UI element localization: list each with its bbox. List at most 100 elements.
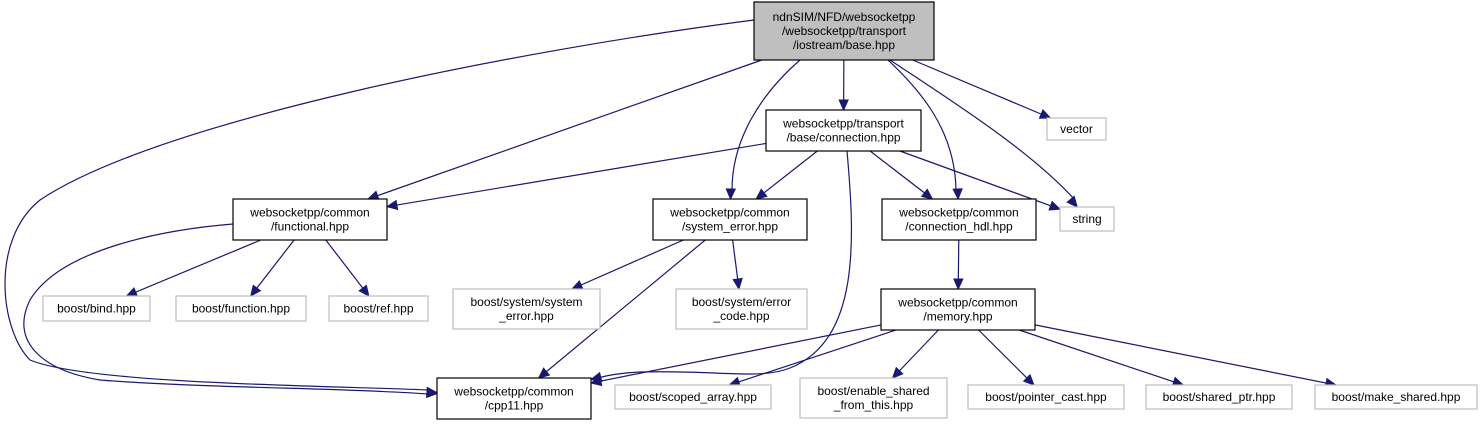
arrowhead-icon bbox=[589, 375, 603, 387]
node-label-line: websocketpp/common bbox=[669, 206, 789, 220]
node-connection_hdl[interactable]: websocketpp/common/connection_hdl.hpp bbox=[881, 198, 1037, 241]
node-label-line: /memory.hpp bbox=[923, 310, 992, 324]
node-bind: boost/bind.hpp bbox=[42, 295, 151, 322]
node-box bbox=[675, 288, 808, 330]
node-label-line: /iostream/base.hpp bbox=[793, 38, 895, 52]
node-label-line: boost/function.hpp bbox=[192, 302, 290, 316]
node-make_shared: boost/make_shared.hpp bbox=[1314, 384, 1478, 410]
arrowhead-icon bbox=[1066, 195, 1078, 208]
edge-memory-to-shared_ptr bbox=[1018, 329, 1185, 387]
edge-base-to-string bbox=[889, 59, 1078, 208]
edge-system_error-to-cpp11 bbox=[537, 239, 706, 379]
edge-base-to-connection bbox=[838, 59, 849, 112]
node-scoped_array: boost/scoped_array.hpp bbox=[614, 384, 772, 410]
edge-functional-to-function bbox=[249, 239, 295, 297]
node-box bbox=[436, 377, 592, 420]
node-label-line: string bbox=[1072, 212, 1101, 226]
arrowhead-icon bbox=[570, 279, 584, 290]
edge-connection-to-functional bbox=[385, 142, 767, 211]
arrowhead-icon bbox=[1048, 200, 1062, 211]
node-label-line: boost/ref.hpp bbox=[343, 302, 413, 316]
edge-functional-to-ref bbox=[325, 239, 370, 297]
node-label-line: boost/make_shared.hpp bbox=[1332, 390, 1461, 404]
node-box bbox=[175, 295, 307, 322]
node-label-line: websocketpp/common bbox=[898, 206, 1018, 220]
nodes-layer: ndnSIM/NFD/websocketpp/websocketpp/trans… bbox=[42, 1, 1478, 420]
node-label-line: /base/connection.hpp bbox=[786, 131, 900, 145]
node-box bbox=[614, 384, 772, 410]
node-label-line: websocketpp/common bbox=[249, 206, 369, 220]
node-memory[interactable]: websocketpp/common/memory.hpp bbox=[880, 288, 1036, 331]
arrowhead-icon bbox=[125, 287, 139, 297]
node-system_error[interactable]: websocketpp/common/system_error.hpp bbox=[652, 198, 808, 241]
node-box bbox=[1059, 206, 1115, 232]
node-box bbox=[452, 288, 601, 330]
node-box bbox=[799, 377, 948, 419]
edge-base-to-vector bbox=[912, 59, 1052, 119]
arrowhead-icon bbox=[952, 188, 963, 201]
edge-connection-to-system_error bbox=[755, 150, 818, 200]
node-box bbox=[880, 288, 1036, 331]
node-pointer_cast: boost/pointer_cast.hpp bbox=[967, 384, 1125, 410]
arrowhead-icon bbox=[1038, 109, 1052, 119]
node-base[interactable]: ndnSIM/NFD/websocketpp/websocketpp/trans… bbox=[753, 1, 935, 61]
edge-base-to-connection_hdl bbox=[887, 59, 963, 201]
arrowhead-icon bbox=[385, 199, 399, 211]
edge-memory-to-cpp11 bbox=[589, 324, 882, 387]
node-label-line: vector bbox=[1060, 122, 1093, 136]
arrowhead-icon bbox=[920, 188, 934, 200]
node-label-line: /connection_hdl.hpp bbox=[905, 220, 1013, 234]
node-box bbox=[881, 198, 1037, 241]
edge-base-to-system_error bbox=[725, 59, 801, 201]
node-box bbox=[42, 295, 151, 322]
node-label-line: _from_this.hpp bbox=[833, 398, 914, 412]
node-label-line: /functional.hpp bbox=[271, 220, 349, 234]
edge-system_error-to-berror_code bbox=[732, 239, 743, 291]
node-label-line: websocketpp/transport bbox=[782, 117, 904, 131]
node-label-line: websocketpp/common bbox=[897, 296, 1017, 310]
node-connection[interactable]: websocketpp/transport/base/connection.hp… bbox=[765, 109, 922, 152]
node-box bbox=[328, 295, 429, 322]
arrowhead-icon bbox=[249, 284, 262, 297]
arrowhead-icon bbox=[838, 99, 849, 112]
node-label-line: /system_error.hpp bbox=[682, 220, 778, 234]
node-enable_shared: boost/enable_shared_from_this.hpp bbox=[799, 377, 948, 419]
node-box bbox=[753, 1, 935, 61]
arrowhead-icon bbox=[725, 188, 737, 201]
node-box bbox=[765, 109, 922, 152]
edge-system_error-to-bsys_error bbox=[570, 239, 684, 290]
node-ref: boost/ref.hpp bbox=[328, 295, 429, 322]
arrowhead-icon bbox=[358, 284, 370, 297]
node-bsys_error: boost/system/system_error.hpp bbox=[452, 288, 601, 330]
node-berror_code: boost/system/error_code.hpp bbox=[675, 288, 808, 330]
arrowhead-icon bbox=[537, 367, 551, 379]
node-vector: vector bbox=[1046, 117, 1107, 141]
node-box bbox=[232, 198, 388, 241]
node-functional[interactable]: websocketpp/common/functional.hpp bbox=[232, 198, 388, 241]
node-label-line: boost/pointer_cast.hpp bbox=[985, 390, 1107, 404]
node-box bbox=[1314, 384, 1478, 410]
arrowhead-icon bbox=[1022, 373, 1035, 386]
arrowhead-icon bbox=[953, 278, 964, 291]
edge-memory-to-make_shared bbox=[1034, 324, 1338, 389]
node-label-line: ndnSIM/NFD/websocketpp bbox=[773, 10, 916, 24]
node-function: boost/function.hpp bbox=[175, 295, 307, 322]
edge-functional-to-cpp11 bbox=[23, 223, 439, 399]
arrowhead-icon bbox=[732, 277, 743, 291]
node-box bbox=[967, 384, 1125, 410]
node-label-line: /websocketpp/transport bbox=[782, 24, 907, 38]
node-box bbox=[1046, 117, 1107, 141]
arrowhead-icon bbox=[426, 387, 439, 399]
node-label-line: boost/shared_ptr.hpp bbox=[1163, 390, 1276, 404]
arrowhead-icon bbox=[891, 366, 904, 379]
node-box bbox=[1145, 384, 1293, 410]
edge-connection_hdl-to-memory bbox=[953, 239, 964, 291]
arrowhead-icon bbox=[755, 188, 768, 200]
edges-layer bbox=[4, 19, 1338, 399]
node-box bbox=[652, 198, 808, 241]
node-label-line: boost/system/system bbox=[470, 295, 582, 309]
edge-memory-to-enable_shared bbox=[891, 329, 939, 379]
edge-connection-to-cpp11 bbox=[589, 150, 853, 383]
node-cpp11[interactable]: websocketpp/common/cpp11.hpp bbox=[436, 377, 592, 420]
